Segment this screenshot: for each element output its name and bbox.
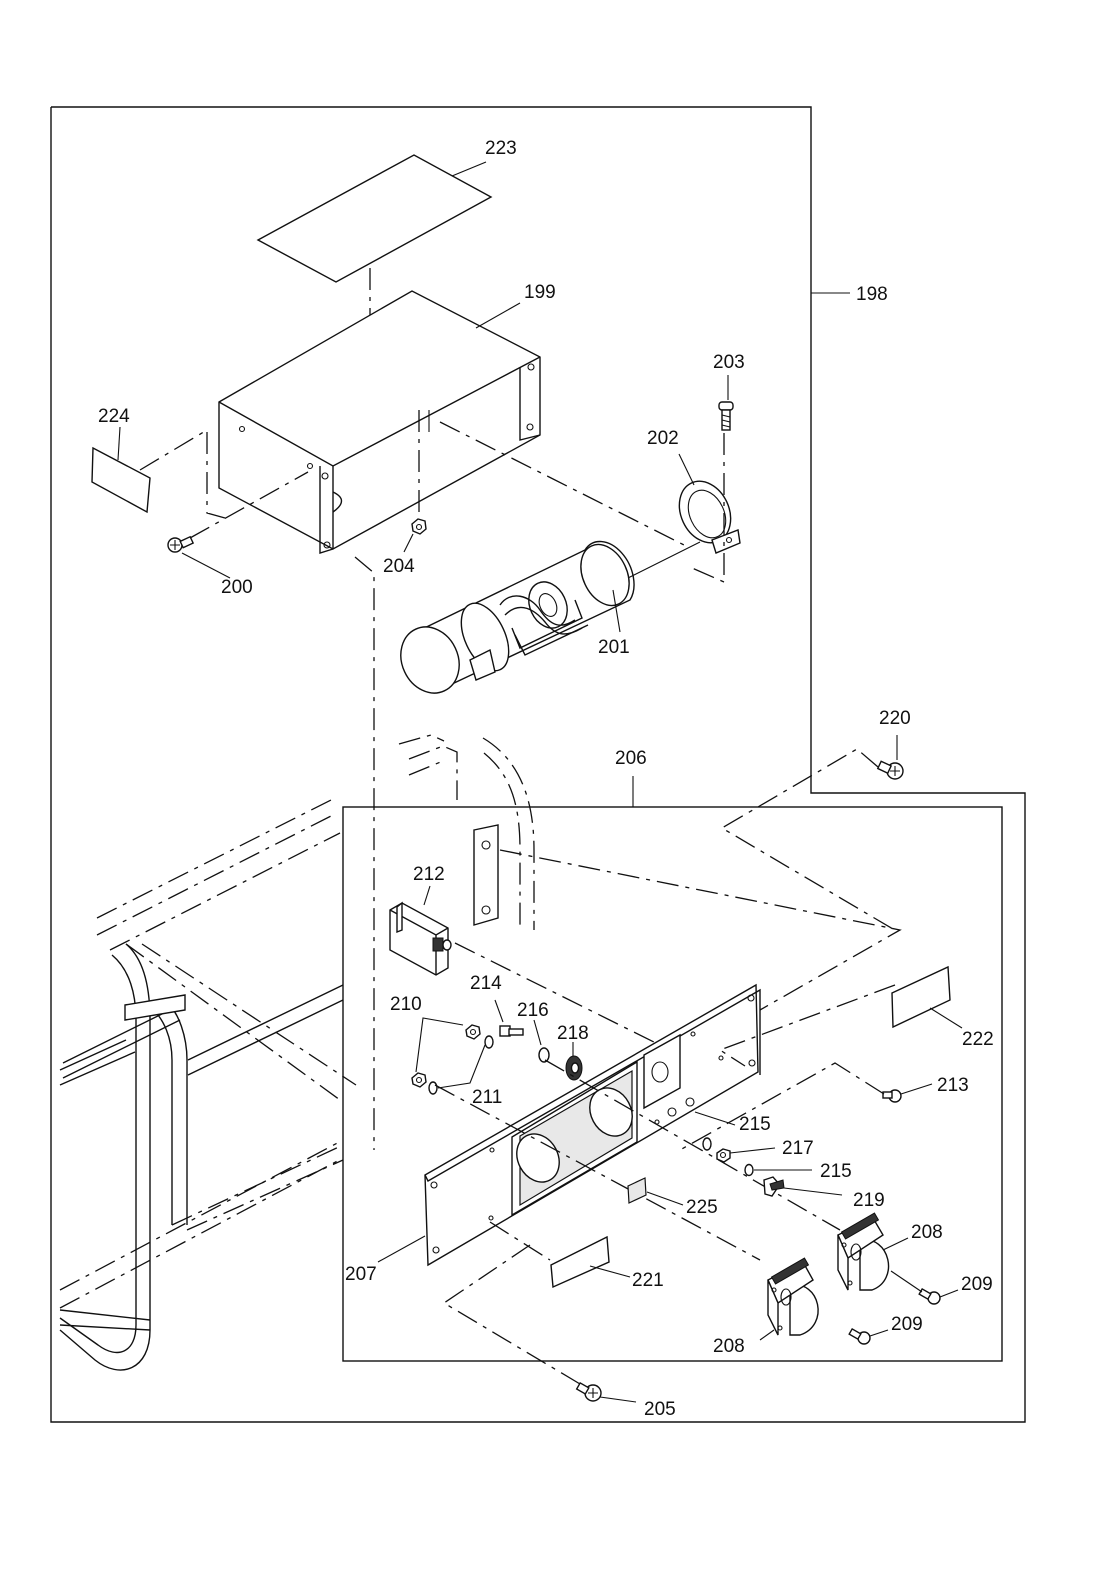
label-208-left: 208 [713, 1336, 745, 1357]
part-213-screw [882, 1089, 902, 1103]
part-201-capacitor-assembly [400, 540, 701, 694]
part-199-box-cover [218, 290, 541, 554]
label-207: 207 [345, 1264, 377, 1285]
part-208-socket-left [767, 1257, 819, 1336]
part-208-socket-right [837, 1212, 890, 1291]
label-200: 200 [221, 577, 253, 598]
part-224-label [91, 446, 151, 514]
part-209-screw-left [848, 1327, 871, 1345]
part-215-washer-upper [702, 1137, 712, 1151]
part-209-screw-right [918, 1287, 941, 1305]
label-210: 210 [390, 994, 422, 1015]
label-215-upper: 215 [739, 1114, 771, 1135]
part-214-bolt [499, 1025, 524, 1037]
label-198: 198 [856, 284, 888, 305]
part-216-nut [538, 1047, 550, 1063]
label-205: 205 [644, 1399, 676, 1420]
label-201: 201 [598, 637, 630, 658]
label-209-left: 209 [891, 1314, 923, 1335]
label-203: 203 [713, 352, 745, 373]
part-205-screw [575, 1381, 602, 1402]
frame-tubing [59, 734, 902, 1371]
label-213: 213 [937, 1075, 969, 1096]
label-224: 224 [98, 406, 130, 427]
part-221-label [550, 1235, 610, 1289]
assembly-198-outline [50, 106, 1026, 1423]
label-212: 212 [413, 864, 445, 885]
label-216: 216 [517, 1000, 549, 1021]
label-222: 222 [962, 1029, 994, 1050]
part-212-circuit-breaker [389, 901, 452, 976]
label-215-lower: 215 [820, 1161, 852, 1182]
label-211: 211 [472, 1087, 502, 1108]
label-199: 199 [524, 282, 556, 303]
label-202: 202 [647, 428, 679, 449]
part-223-label-plate [256, 154, 493, 283]
part-225-label [627, 1177, 647, 1204]
label-221: 221 [632, 1270, 664, 1291]
part-211-washers [428, 1035, 494, 1095]
part-219-wing-nut [763, 1176, 785, 1197]
part-202-clamp-band [678, 480, 741, 554]
label-220: 220 [879, 708, 911, 729]
part-204-nut [411, 518, 427, 535]
label-223: 223 [485, 138, 517, 159]
label-219: 219 [853, 1190, 885, 1211]
part-222-label [891, 965, 951, 1029]
part-210-nuts [411, 1024, 481, 1088]
label-209-right: 209 [961, 1274, 993, 1295]
label-214: 214 [470, 973, 502, 994]
label-206: 206 [615, 748, 647, 769]
label-217: 217 [782, 1138, 814, 1159]
label-225: 225 [686, 1197, 718, 1218]
label-218: 218 [557, 1023, 589, 1044]
part-203-screw [718, 401, 734, 431]
assembly-206-outline [342, 806, 1003, 1362]
label-204: 204 [383, 556, 415, 577]
part-217-nut [716, 1148, 731, 1163]
part-200-screw [167, 535, 195, 553]
part-215-washer-lower [744, 1163, 754, 1177]
part-218-star-washer [565, 1055, 583, 1081]
part-220-screw [876, 760, 904, 780]
label-208-right: 208 [911, 1222, 943, 1243]
